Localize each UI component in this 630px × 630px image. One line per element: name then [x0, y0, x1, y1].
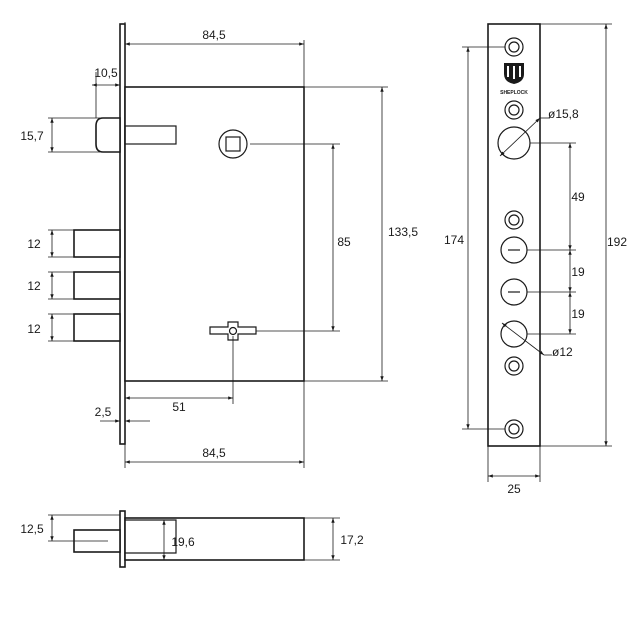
dim-side-bolt-height: 12,5 — [20, 522, 44, 536]
front-view: 84,5 10,5 15,7 12 12 12 85 133,5 — [20, 22, 418, 468]
brand-name: SHEPLOCK — [500, 90, 528, 96]
spindle-square — [225, 136, 241, 152]
dim-body-height: 133,5 — [388, 225, 418, 239]
deadbolt-3 — [73, 313, 121, 342]
faceplate-view: SHEPLOCK ø15,8 ø12 174 — [444, 23, 627, 496]
dim-top-width: 84,5 — [202, 28, 226, 42]
dim-plate-height: 192 — [607, 235, 627, 249]
dim-bolt-1: 12 — [27, 237, 41, 251]
side-view: 12,5 19,6 17,2 — [20, 510, 364, 568]
dim-spacing-mid: 19 — [571, 265, 585, 279]
brand-logo — [504, 63, 524, 84]
latch-bar — [124, 125, 177, 145]
lock-body — [124, 86, 305, 382]
dim-backset: 51 — [172, 400, 186, 414]
dim-bolt-3: 12 — [27, 322, 41, 336]
dim-bolt-offset: 10,5 — [94, 66, 118, 80]
faceplate-strip — [487, 23, 541, 447]
dim-plate-width: 25 — [507, 482, 521, 496]
dim-bottom-hole: ø12 — [552, 345, 573, 359]
dim-bolt-2: 12 — [27, 279, 41, 293]
dim-cylinder-diameter: ø15,8 — [548, 107, 579, 121]
keyhole — [209, 321, 257, 341]
dim-lock-distance: 174 — [444, 233, 464, 247]
dim-latch-height: 15,7 — [20, 129, 44, 143]
dim-faceplate: 2,5 — [95, 405, 112, 419]
dim-case-thickness: 17,2 — [340, 533, 364, 547]
screw-hole-3 — [504, 210, 524, 230]
dim-latch-depth: 19,6 — [171, 535, 195, 549]
side-body — [124, 517, 305, 561]
dim-spindle-to-key: 85 — [337, 235, 351, 249]
screw-hole-4 — [504, 356, 524, 376]
spindle-hub — [218, 129, 248, 159]
dim-spacing-bottom: 19 — [571, 307, 585, 321]
latch-bolt — [95, 117, 121, 153]
dim-spacing-top: 49 — [571, 190, 585, 204]
deadbolt-1 — [73, 229, 121, 258]
dim-bottom-width: 84,5 — [202, 446, 226, 460]
deadbolt-2 — [73, 271, 121, 300]
